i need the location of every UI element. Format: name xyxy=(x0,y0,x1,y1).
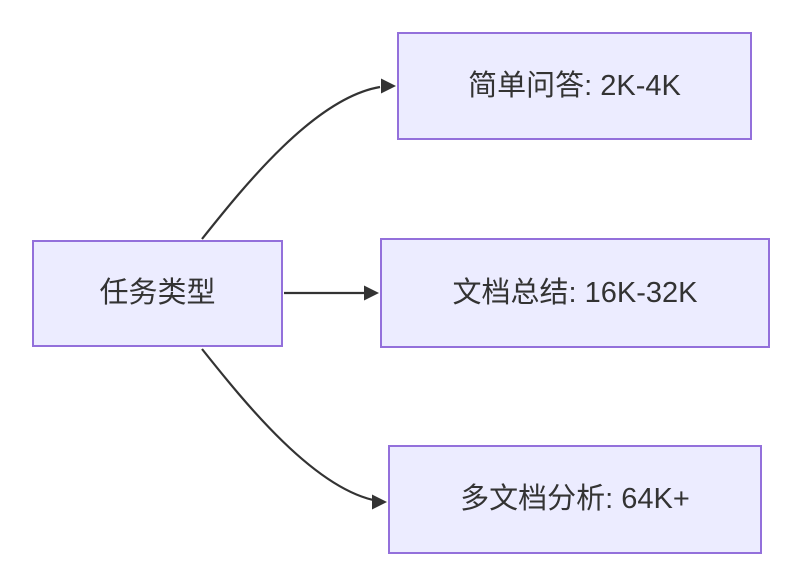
edge-root-to-multi-doc xyxy=(201,348,387,510)
arrowhead-icon xyxy=(364,285,379,301)
node-doc-summary: 文档总结: 16K-32K xyxy=(380,238,770,348)
arrowhead-icon xyxy=(372,494,387,510)
node-multi-doc-analysis-label: 多文档分析: 64K+ xyxy=(460,483,690,516)
node-simple-qa-label: 简单问答: 2K-4K xyxy=(468,69,681,102)
arrowhead-icon xyxy=(381,78,396,94)
node-multi-doc-analysis: 多文档分析: 64K+ xyxy=(388,445,762,554)
edge-root-to-simple-qa xyxy=(201,78,396,240)
edge-root-to-doc-summary xyxy=(284,285,379,301)
node-doc-summary-label: 文档总结: 16K-32K xyxy=(452,276,698,309)
node-task-type-label: 任务类型 xyxy=(99,277,216,310)
node-task-type: 任务类型 xyxy=(32,240,283,347)
node-simple-qa: 简单问答: 2K-4K xyxy=(397,32,752,140)
